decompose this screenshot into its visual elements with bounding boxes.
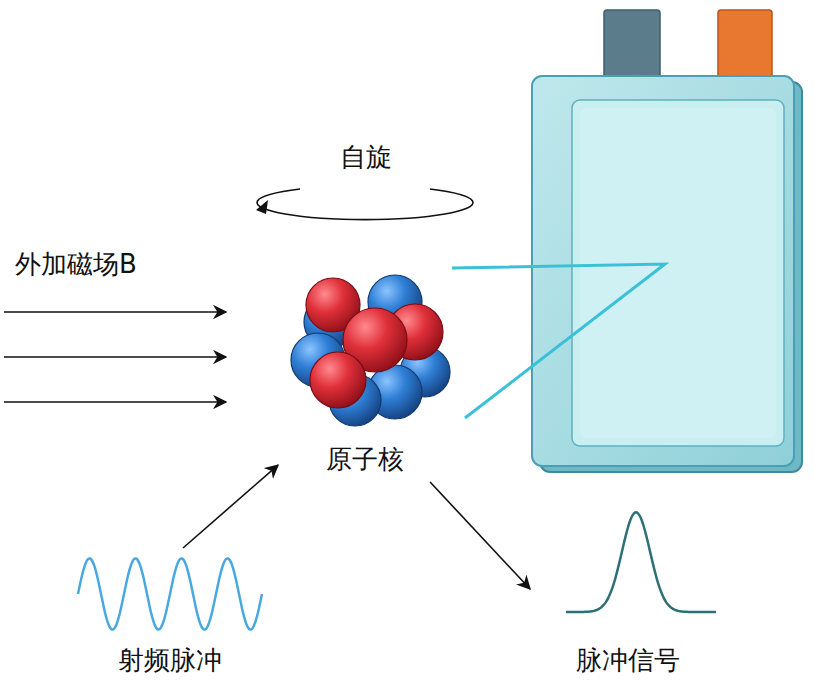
battery-cell bbox=[532, 10, 802, 472]
arrow-connector bbox=[430, 482, 530, 589]
spin-arrow bbox=[256, 189, 473, 220]
nucleus-node: 原子核 bbox=[278, 265, 452, 482]
arrow-connector bbox=[183, 465, 278, 548]
pulse-signal-curve bbox=[566, 512, 716, 612]
rf-pulse-node: 射频脉冲 bbox=[70, 548, 270, 682]
field-arrows bbox=[4, 312, 226, 402]
node-label: 原子核 bbox=[326, 445, 404, 475]
node-label: 射频脉冲 bbox=[118, 646, 222, 676]
node-label: 脉冲信号 bbox=[576, 646, 680, 676]
spin-label: 自旋 bbox=[340, 143, 392, 173]
rf-wave bbox=[78, 558, 262, 629]
probe-lines bbox=[452, 264, 665, 418]
signal-node: 脉冲信号 bbox=[530, 500, 725, 682]
nucleus-illustration bbox=[291, 275, 450, 426]
field-label: 外加磁场B bbox=[15, 250, 137, 280]
